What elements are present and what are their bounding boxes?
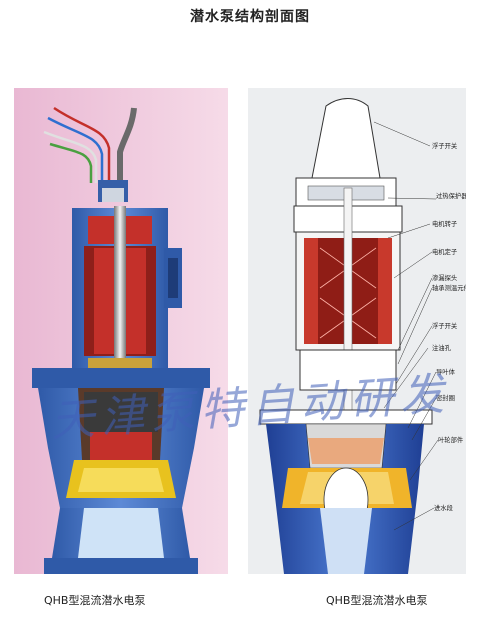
right-caption: QHB型混流潜水电泵	[326, 594, 428, 607]
left-cutaway-illustration	[14, 88, 228, 574]
leader-lines	[373, 121, 439, 531]
label-leak-probe: 渗漏探头	[432, 273, 457, 282]
label-seal-ring: 密封圈	[436, 393, 455, 402]
label-inlet-section: 进水段	[434, 503, 454, 512]
label-motor-rotor: 电机转子	[432, 219, 457, 228]
label-guide-vane: 导叶体	[436, 367, 456, 376]
label-motor-stator: 电机定子	[432, 247, 457, 256]
label-float-switch: 浮子开关	[432, 141, 458, 150]
top-cap	[311, 98, 381, 179]
power-cables	[43, 106, 137, 183]
page-title: 潜水泵结构剖面图	[190, 9, 310, 25]
outlet-flange	[32, 368, 210, 388]
right-section-diagram: 浮子开关 过热保护器 电机转子 电机定子 渗漏探头 轴承测温元件 浮子开关 注油…	[248, 88, 466, 574]
oil-chamber	[90, 432, 152, 460]
seal-chamber	[84, 392, 158, 432]
label-impeller-assembly: 叶轮部件	[438, 435, 463, 444]
label-bearing-temp-sensor: 轴承测温元件	[432, 283, 466, 292]
left-caption: QHB型混流潜水电泵	[44, 594, 146, 607]
label-oil-filling-hole: 注油孔	[432, 343, 452, 352]
label-float-switch-2: 浮子开关	[432, 321, 458, 330]
bearing-housing	[299, 349, 397, 391]
label-overheat-protector: 过热保护器	[436, 191, 466, 200]
pump-shaft	[343, 187, 353, 449]
